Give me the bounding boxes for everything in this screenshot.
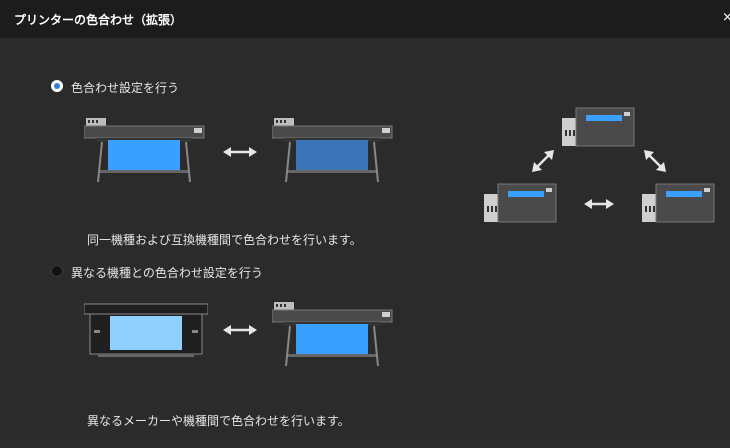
double-arrow-icon (223, 325, 257, 335)
window-title: プリンターの色合わせ（拡張） (14, 13, 183, 27)
title-bar: プリンターの色合わせ（拡張） × (0, 0, 730, 38)
radio-different-model[interactable] (51, 265, 63, 277)
double-arrow-icon (223, 147, 257, 157)
double-arrow-icon (584, 199, 614, 209)
other-maker-printer-icon (84, 303, 208, 357)
large-format-printer-icon (84, 118, 205, 183)
option-different-model-label[interactable]: 異なる機種との色合わせ設定を行う (71, 266, 263, 280)
desktop-printer-icon (484, 183, 557, 223)
desktop-printer-icon (642, 183, 715, 223)
large-format-printer-icon (272, 118, 393, 183)
double-arrow-icon (532, 150, 554, 172)
option-same-model-label[interactable]: 色合わせ設定を行う (71, 81, 180, 95)
option-same-model-description: 同一機種および互換機種間で色合わせを行います。 (87, 233, 362, 247)
large-format-printer-icon (272, 302, 393, 367)
desktop-printer-icon (562, 107, 635, 147)
option-different-model-description: 異なるメーカーや機種間で色合わせを行います。 (87, 414, 350, 428)
radio-same-model[interactable] (51, 80, 63, 92)
double-arrow-icon (644, 150, 666, 172)
close-button[interactable]: × (722, 10, 730, 25)
